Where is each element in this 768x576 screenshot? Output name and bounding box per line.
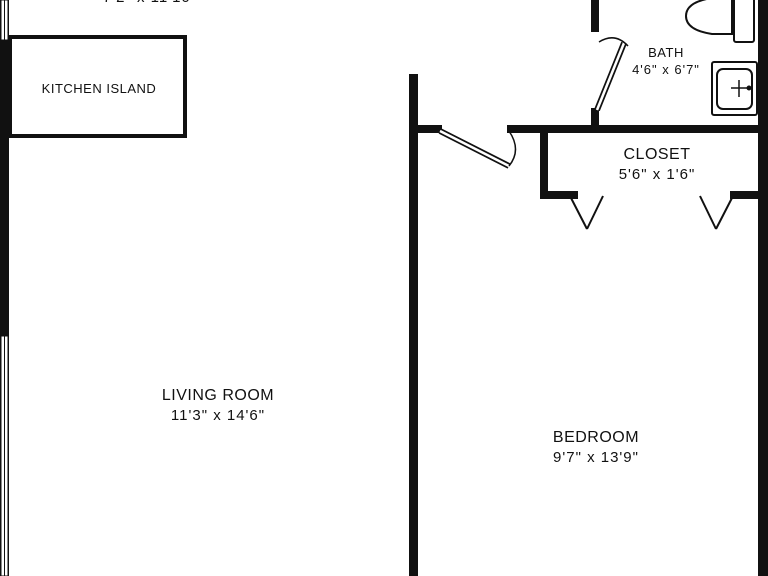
bedroom-top-wall-right [507,125,768,133]
window-top-left [0,0,9,41]
closet-bottom-wall-right [730,191,768,199]
kitchen-dimensions-label: 7'2" x 11'10" [60,0,240,8]
bedroom-door [438,128,517,169]
closet-left-wall [540,129,548,199]
bedroom-dimensions: 9'7" x 13'9" [553,449,639,466]
bath-left-wall-lower [591,108,599,130]
bedroom-name: BEDROOM [552,429,640,446]
kitchen-island-label: KITCHEN ISLAND [14,80,184,97]
window-left [0,335,9,576]
bath-left-wall [591,0,599,32]
sink-icon [711,61,758,116]
living-room-label: LIVING ROOM 11'3" x 14'6" [118,386,318,426]
closet-dimensions: 5'6" x 1'6" [618,166,696,183]
bath-dimensions: 4'6" x 6'7" [632,62,700,77]
living-room-dimensions: 11'3" x 14'6" [170,407,266,424]
bath-name: BATH [648,45,684,60]
closet-bifold-door-right [699,195,734,230]
closet-name: CLOSET [623,146,691,163]
bath-label: BATH 4'6" x 6'7" [612,44,720,78]
bedroom-top-wall-left [409,125,442,133]
living-bedroom-wall [409,74,418,576]
bath-door [594,37,629,112]
closet-bottom-wall-left [540,191,578,199]
kitchen-island-name: KITCHEN ISLAND [41,81,157,96]
closet-bifold-door-left [569,195,604,230]
kitchen-dimensions: 7'2" x 11'10" [60,0,240,8]
right-exterior-wall [758,0,768,576]
toilet-icon [684,0,755,43]
living-room-name: LIVING ROOM [161,387,275,404]
left-exterior-wall [0,0,9,576]
bedroom-label: BEDROOM 9'7" x 13'9" [496,428,696,468]
kitchen-island-outline [8,35,187,138]
closet-label: CLOSET 5'6" x 1'6" [572,145,742,185]
